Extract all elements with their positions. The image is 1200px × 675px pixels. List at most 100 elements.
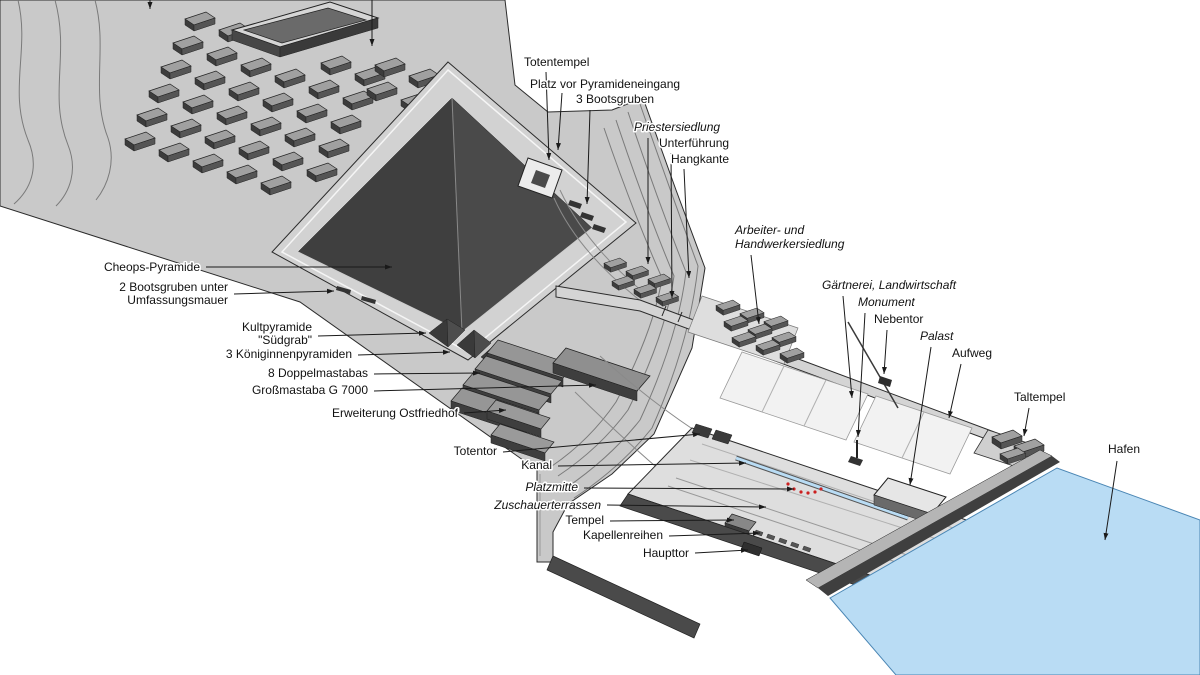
leader-tempel <box>609 517 735 523</box>
harbour <box>805 449 1200 675</box>
leader-arbeiter <box>750 254 761 325</box>
temple-road <box>553 197 643 303</box>
leader-totentempel <box>545 71 552 161</box>
east-cemetery <box>450 339 651 462</box>
escarpment-contour <box>565 111 687 489</box>
label-aufweg: Aufweg <box>952 346 992 360</box>
leader-monument <box>855 312 866 438</box>
leader-kanal <box>557 460 747 467</box>
leader-koeniginnen <box>357 349 451 356</box>
mastaba-face <box>279 17 379 58</box>
escarpment-contour <box>551 127 663 467</box>
east-cemetery-extension <box>486 399 555 462</box>
leader-nebentor <box>881 329 888 375</box>
label-kapellenreihen: Kapellenreihen <box>583 528 663 542</box>
label-platz-vor-pyramideneingang: Platz vor Pyramideneingang <box>530 77 680 91</box>
label-priestersiedlung: Priestersiedlung <box>634 120 720 134</box>
label-nebentor: Nebentor <box>874 312 923 326</box>
label-arbeiter-line1: Arbeiter- und <box>734 223 804 237</box>
label-2-bootsgruben-line1: 2 Bootsgruben unter <box>119 280 228 294</box>
leader-lines <box>147 0 1118 554</box>
label-tempel: Tempel <box>565 513 604 527</box>
labels: Totentempel Platz vor Pyramideneingang 3… <box>102 54 1141 562</box>
leader-totentor <box>502 432 701 453</box>
label-erweiterung: Erweiterung Ostfriedhof <box>332 406 459 420</box>
label-grossmastaba: Großmastaba G 7000 <box>252 383 368 397</box>
underpass-mark <box>677 311 683 323</box>
label-totentempel: Totentempel <box>524 55 589 69</box>
underpass-mark <box>661 305 667 317</box>
leader-bootsgruben3 <box>584 109 591 205</box>
boat-pit <box>568 200 582 209</box>
label-hangkante: Hangkante <box>671 152 729 166</box>
temple-road <box>559 189 649 297</box>
quay-wall <box>818 456 1060 596</box>
boat-pit <box>592 224 606 233</box>
pyramid-enclosure <box>271 61 637 383</box>
harbour-water <box>829 467 1200 675</box>
leader-aufweg <box>948 363 962 419</box>
label-totentor: Totentor <box>454 444 497 458</box>
large-mastaba-complex <box>230 1 380 58</box>
leader-haupttor <box>694 547 749 554</box>
mortuary-temple-court <box>531 170 550 188</box>
label-arbeiter-line2: Handwerkersiedlung <box>735 237 845 251</box>
boat-pit <box>580 212 594 221</box>
lower-retaining-wall <box>546 555 701 639</box>
label-doppelmastabas: 8 Doppelmastabas <box>268 366 368 380</box>
leader-gaertnerei <box>842 295 854 399</box>
leader-unterfuehrung <box>669 152 675 299</box>
label-platzmitte: Platzmitte <box>525 480 578 494</box>
leader-zuschauer <box>606 504 767 510</box>
death-gate-block <box>711 429 733 445</box>
main-gate-block <box>740 541 763 557</box>
great-mastaba-g7000 <box>552 347 651 402</box>
label-monument: Monument <box>858 295 915 309</box>
wadi-contour <box>54 0 73 207</box>
boat-pit-under-wall <box>361 296 376 304</box>
leader-hafen <box>1103 460 1118 541</box>
label-hafen: Hafen <box>1108 442 1140 456</box>
label-koeniginnenpyramiden: 3 Königinnenpyramiden <box>226 347 352 361</box>
leader-grossmastaba <box>373 382 597 392</box>
label-cheops-pyramide: Cheops-Pyramide <box>104 260 200 274</box>
leader-taltempel <box>1022 407 1030 437</box>
workers-settlement <box>687 295 805 365</box>
slope-path <box>599 355 695 431</box>
leader-platzmitte <box>583 486 795 492</box>
leader-kultpyramide <box>317 330 427 337</box>
label-kanal: Kanal <box>521 458 552 472</box>
garden-fields <box>719 321 973 475</box>
wadi-contour <box>94 0 112 201</box>
boat-pit-under-wall <box>336 286 351 294</box>
boundary-wall <box>847 321 899 409</box>
label-unterfuehrung: Unterführung <box>659 136 729 150</box>
leader-hangkante <box>683 168 692 279</box>
label-haupttor: Haupttor <box>643 546 689 560</box>
cult-pyramid-face <box>446 318 466 348</box>
label-kultpyramide-line1: Kultpyramide <box>242 320 312 334</box>
label-kultpyramide-line2: "Südgrab" <box>258 333 312 347</box>
field-division <box>803 379 827 427</box>
leader-bootsgruben2 <box>233 288 335 295</box>
wadi-contour <box>13 0 34 205</box>
label-3-bootsgruben: 3 Bootsgruben <box>576 92 654 106</box>
label-taltempel: Taltempel <box>1014 390 1065 404</box>
side-gate <box>878 376 892 387</box>
leader-palast <box>908 346 932 486</box>
label-zuschauerterrassen: Zuschauerterrassen <box>493 498 601 512</box>
leader-kapellenreihen <box>668 530 761 537</box>
label-2-bootsgruben-line2: Umfassungsmauer <box>127 293 228 307</box>
leader-doppelmastabas <box>373 370 481 376</box>
monument-base <box>848 456 863 466</box>
queens-pyramid-face <box>473 329 492 359</box>
label-gaertnerei: Gärtnerei, Landwirtschaft <box>822 278 957 292</box>
escarpment-contour <box>557 119 675 477</box>
pyramid-edge <box>451 97 463 333</box>
leader-platz <box>555 92 563 151</box>
mastaba-top <box>242 7 368 44</box>
field-division <box>761 365 785 413</box>
label-palast: Palast <box>920 329 954 343</box>
